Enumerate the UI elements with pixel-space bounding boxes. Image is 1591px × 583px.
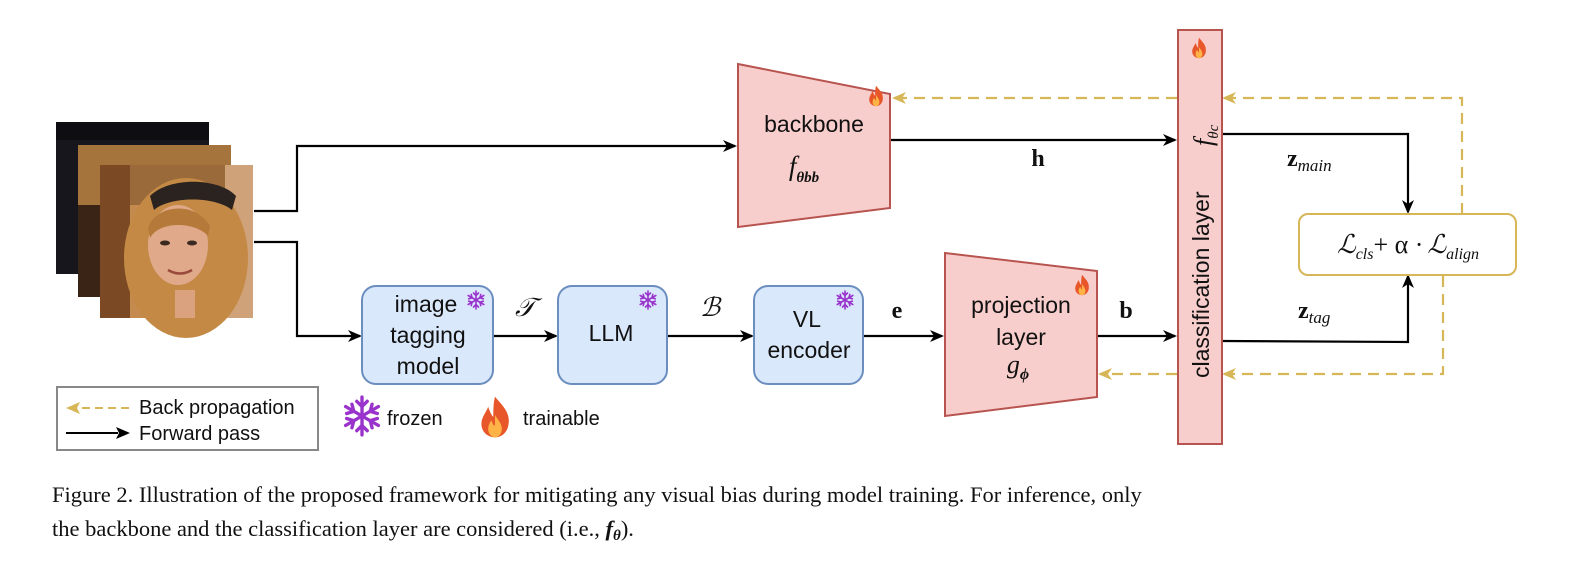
tagger-line3: model [397, 353, 460, 379]
caption-f-theta: f [605, 516, 614, 541]
edge-zmain-to-loss [1222, 132, 1414, 214]
projection-line1: projection [971, 292, 1071, 318]
backbone-title: backbone [764, 111, 864, 137]
legend-back-propagation: Back propagation [139, 397, 295, 419]
projection-line2: layer [996, 324, 1046, 350]
caption-line-2-end: ). [620, 516, 634, 541]
projection-layer-block: projection layer gϕ [944, 251, 1098, 418]
legend-frozen: frozen [387, 408, 443, 430]
label-T: 𝒯 [515, 293, 543, 322]
edge-ztag-to-loss [1221, 274, 1414, 344]
classification-layer-block: classification layer fθc [1177, 29, 1223, 445]
edge-image-to-backbone [254, 140, 737, 213]
figure-caption: Figure 2. Illustration of the proposed f… [52, 478, 1547, 553]
backbone-symbol: fθbb [789, 151, 820, 186]
classification-layer-symbol: fθc [1189, 124, 1222, 146]
flame-icon [869, 85, 883, 107]
llm-label: LLM [589, 320, 634, 346]
label-b: b [1119, 298, 1132, 324]
loss-block: ℒcls+ α ·ℒalign [1298, 213, 1517, 276]
tagger-line1: image [395, 291, 458, 317]
face-photo [100, 165, 253, 338]
legend-box [56, 386, 319, 451]
llm-block: LLM [557, 285, 668, 385]
caption-theta-sub: θ [613, 528, 621, 544]
snowflake-icon [343, 395, 381, 437]
legend-forward-pass: Forward pass [139, 423, 260, 445]
tagger-line2: tagging [390, 322, 465, 348]
vl-line1: VL [793, 306, 821, 332]
forward-edges [254, 132, 1414, 344]
label-z-main: zmain [1287, 146, 1332, 175]
loss-formula: ℒcls+ α ·ℒalign [1337, 230, 1479, 263]
image-tagging-model-block: image tagging model [361, 285, 494, 385]
vl-encoder-block: VL encoder [753, 285, 864, 385]
vl-line2: encoder [767, 337, 850, 363]
flame-icon [481, 396, 509, 438]
classification-layer-title: classification layer [1188, 191, 1214, 378]
legend-trainable: trainable [523, 408, 600, 430]
caption-line-1: Figure 2. Illustration of the proposed f… [52, 482, 1142, 507]
edge-labels: h 𝒯 ℬ e b zmain ztag [515, 146, 1332, 327]
caption-line-2: the backbone and the classification laye… [52, 512, 1547, 553]
label-e: e [892, 298, 903, 324]
label-B: ℬ [700, 293, 722, 322]
caption-line-2-text: the backbone and the classification laye… [52, 516, 606, 541]
edge-image-to-tagger [254, 240, 362, 342]
label-h: h [1031, 146, 1044, 172]
legend: Back propagation Forward pass frozen tra… [56, 386, 600, 451]
input-image-stack [56, 122, 253, 338]
label-z-tag: ztag [1298, 298, 1330, 327]
projection-symbol: gϕ [1007, 350, 1029, 383]
backprop-top [1222, 92, 1464, 214]
backprop-edges [892, 92, 1464, 380]
backprop-bottom [1222, 276, 1445, 380]
backbone-block: backbone fθbb [737, 62, 891, 229]
